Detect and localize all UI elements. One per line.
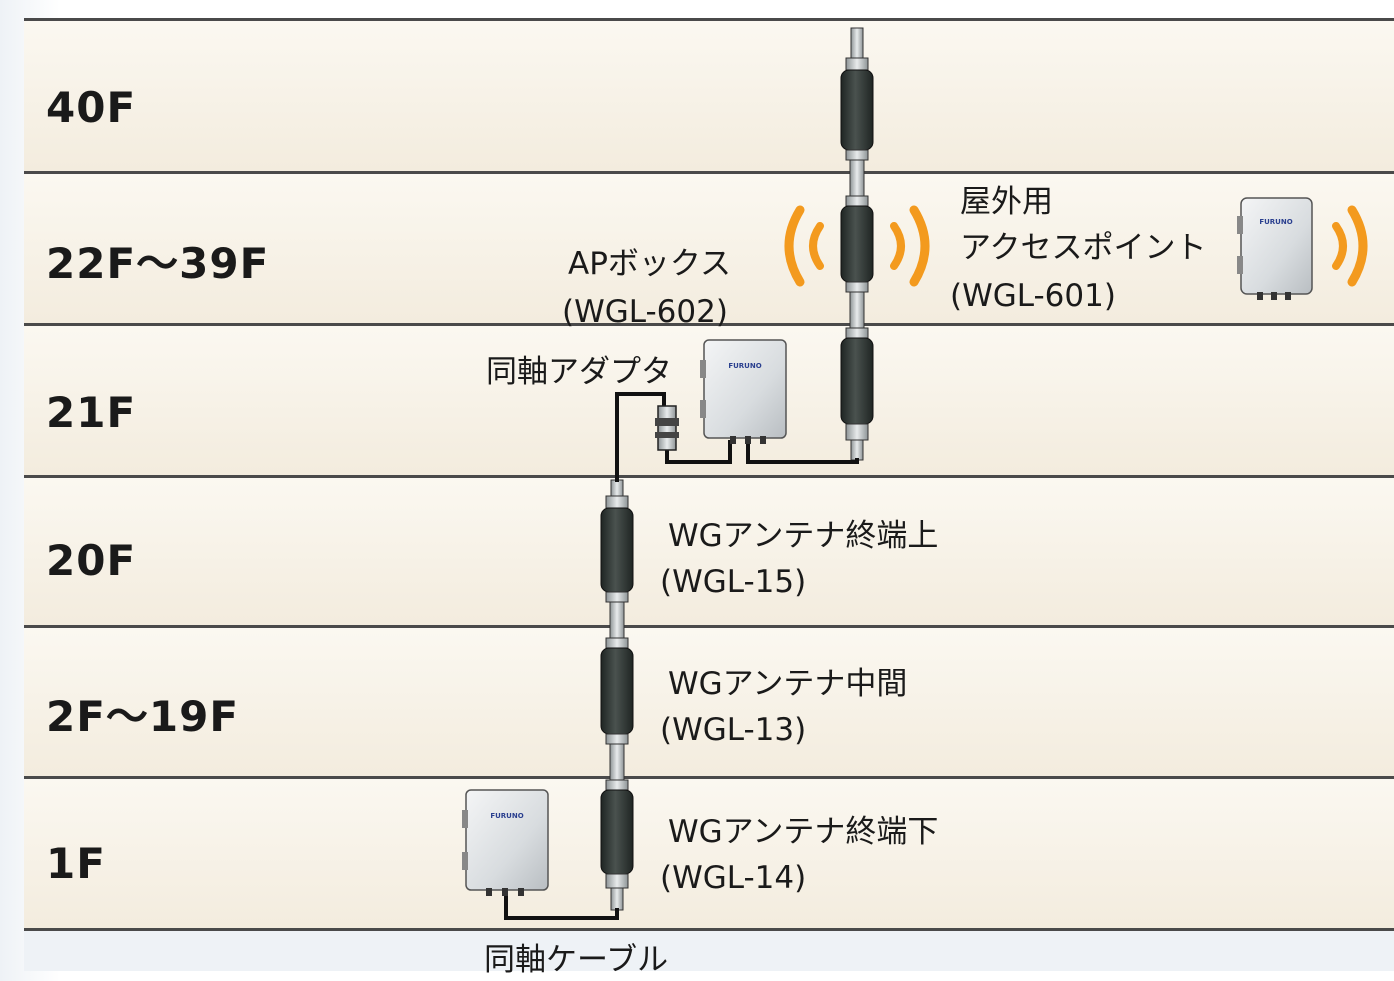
wg-bottom-model-label: (WGL-14) — [660, 860, 807, 896]
wireless-signal-icon — [784, 205, 1368, 287]
brand-logo: FURUNO — [490, 812, 523, 820]
cable-ap-to-antenna — [746, 440, 859, 464]
outdoor-ap-label-line1: 屋外用 — [960, 184, 1053, 220]
cable-adapter-to-lower-antenna — [615, 392, 666, 482]
brand-logo: FURUNO — [1259, 218, 1292, 226]
floor-label: 1F — [46, 839, 106, 888]
outdoor-ap-label-line2: アクセスポイント — [960, 230, 1207, 266]
wg-bottom-label: WGアンテナ終端下 — [668, 814, 939, 850]
base-box-device — [462, 789, 549, 896]
ap-box-device — [700, 339, 787, 444]
cable-adapter-to-ap — [665, 440, 732, 464]
floor-divider — [24, 928, 1394, 931]
coax-adapter-icon — [655, 405, 679, 451]
coax-cable-label: 同軸ケーブル — [484, 942, 669, 978]
wg-mid-label: WGアンテナ中間 — [668, 666, 908, 702]
floor-label: 21F — [46, 388, 137, 437]
wg-antenna-lower — [600, 479, 634, 911]
floor-22-39f: 22F〜39F — [24, 171, 1394, 323]
coax-adapter-label: 同軸アダプタ — [486, 354, 672, 390]
floor-label: 22F〜39F — [46, 239, 270, 288]
floor-20f: 20F — [24, 475, 1394, 625]
ap-box-label: APボックス — [568, 246, 731, 282]
ap-box-model-label: (WGL-602) — [562, 294, 728, 330]
floor-label: 2F〜19F — [46, 692, 240, 741]
coax-cables — [504, 392, 859, 920]
floor-label: 40F — [46, 83, 137, 132]
floor-label: 20F — [46, 536, 137, 585]
outdoor-ap-model-label: (WGL-601) — [950, 278, 1116, 314]
floor-1f: 1F — [24, 776, 1394, 928]
ground-band — [24, 931, 1394, 971]
cable-1f-box-to-antenna — [504, 890, 619, 920]
floor-40f: 40F — [24, 18, 1394, 171]
brand-logo: FURUNO — [728, 362, 761, 370]
outdoor-ap-device — [1237, 197, 1313, 300]
wg-top-model-label: (WGL-15) — [660, 564, 807, 600]
wg-top-label: WGアンテナ終端上 — [668, 518, 939, 554]
wg-antenna-upper — [840, 27, 874, 461]
floor-2-19f: 2F〜19F — [24, 625, 1394, 776]
wg-mid-model-label: (WGL-13) — [660, 712, 807, 748]
